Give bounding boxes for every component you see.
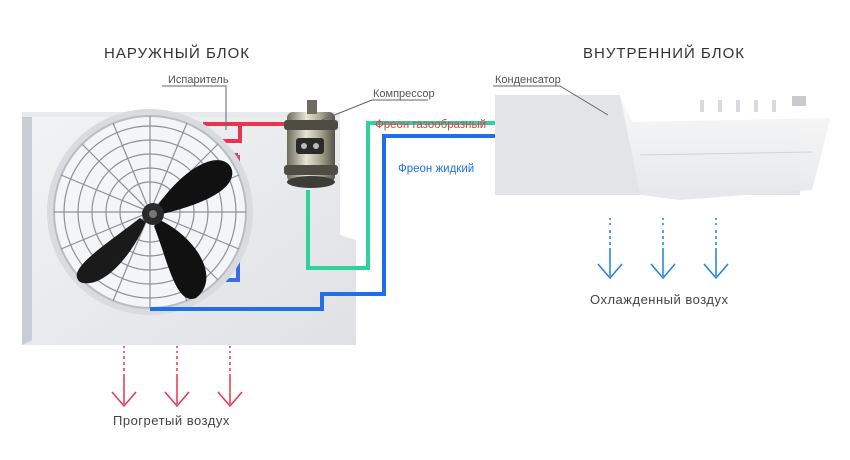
indoor-unit <box>495 92 830 200</box>
condenser-label: Конденсатор <box>495 74 561 86</box>
fan-icon <box>47 109 253 315</box>
freon-gas-label: Фреон газообразный <box>375 119 486 131</box>
warm-air-arrows <box>111 346 243 408</box>
compressor-label: Компрессор <box>373 88 435 100</box>
freon-liquid-label: Фреон жидкий <box>398 163 474 175</box>
indoor-unit-title: ВНУТРЕННИЙ БЛОК <box>583 45 746 62</box>
outdoor-unit-title: НАРУЖНЫЙ БЛОК <box>104 45 251 62</box>
cool-air-label: Охлажденный воздух <box>590 292 729 307</box>
warm-air-label: Прогретый воздух <box>113 413 230 428</box>
compressor-icon <box>284 100 338 188</box>
leader-lines <box>162 85 609 130</box>
cool-air-arrows <box>597 218 729 280</box>
evaporator-label: Испаритель <box>168 74 229 86</box>
